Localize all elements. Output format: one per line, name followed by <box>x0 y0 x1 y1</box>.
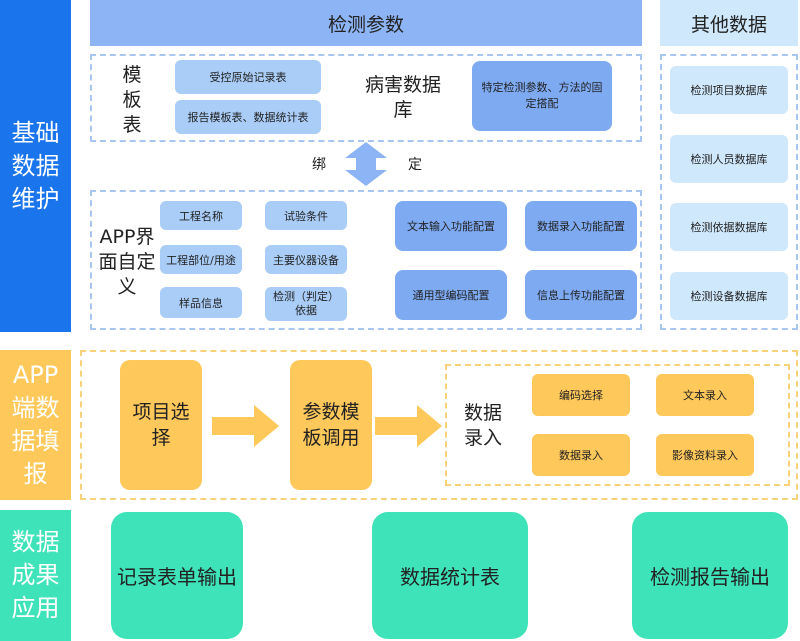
data-entry-box <box>445 364 790 486</box>
template-call-label: 参数模板调用 <box>302 401 360 449</box>
app-field-sample-info-label: 样品信息 <box>179 296 223 310</box>
app-field-sample-info[interactable]: 样品信息 <box>160 287 242 318</box>
data-entry-label-text: 数据录入 <box>463 402 502 449</box>
output-statistics-table-label: 数据统计表 <box>400 565 500 589</box>
config-text-input[interactable]: 文本输入功能配置 <box>395 201 507 251</box>
template-call-box[interactable]: 参数模板调用 <box>290 360 372 490</box>
other-db-equipment[interactable]: 检测设备数据库 <box>670 272 788 320</box>
app-field-project-name[interactable]: 工程名称 <box>160 201 242 230</box>
entry-text-input[interactable]: 文本录入 <box>656 374 754 416</box>
base-side-text: 基础数据维护 <box>11 118 60 213</box>
template-box <box>90 54 642 142</box>
other-data-title: 其他数据 <box>660 0 798 46</box>
bind-arrow-icon <box>345 142 387 186</box>
entry-code-select[interactable]: 编码选择 <box>532 374 630 416</box>
data-entry-label: 数据录入 <box>460 400 506 452</box>
entry-image-input-label: 影像资料录入 <box>672 449 738 462</box>
config-generic-code[interactable]: 通用型编码配置 <box>395 270 507 320</box>
other-db-equipment-label: 检测设备数据库 <box>690 290 768 303</box>
detection-params-title: 检测参数 <box>90 0 642 46</box>
app-field-project-name-label: 工程名称 <box>179 209 223 223</box>
app-field-main-equipment[interactable]: 主要仪器设备 <box>265 245 347 274</box>
app-field-project-part[interactable]: 工程部位/用途 <box>160 245 242 274</box>
project-select-box[interactable]: 项目选择 <box>120 360 202 490</box>
detection-params-title-text: 检测参数 <box>327 13 404 36</box>
specific-param-label: 特定检测参数、方法的固定搭配 <box>481 81 603 110</box>
app-field-test-condition-label: 试验条件 <box>284 209 328 223</box>
project-select-label: 项目选择 <box>132 401 190 449</box>
app-field-main-equipment-label: 主要仪器设备 <box>273 253 339 267</box>
app-custom-label-text: APP界面自定义 <box>98 226 156 298</box>
results-side-text: 数据成果应用 <box>11 528 60 622</box>
base-side-label: 基础数据维护 <box>0 0 71 332</box>
config-data-entry-label: 数据录入功能配置 <box>537 220 625 233</box>
disease-db-label-text: 病害数据库 <box>364 74 441 121</box>
config-info-upload-label: 信息上传功能配置 <box>537 289 625 302</box>
other-db-project[interactable]: 检测项目数据库 <box>670 66 788 114</box>
app-custom-box <box>90 190 642 330</box>
other-db-personnel[interactable]: 检测人员数据库 <box>670 135 788 183</box>
app-field-project-part-label: 工程部位/用途 <box>166 253 236 267</box>
arrow-right-icon-1 <box>212 405 279 447</box>
results-side-label: 数据成果应用 <box>0 510 71 641</box>
output-detection-report-label: 检测报告输出 <box>650 565 770 589</box>
app-process-box <box>80 350 798 500</box>
entry-data-input[interactable]: 数据录入 <box>532 434 630 476</box>
entry-image-input[interactable]: 影像资料录入 <box>656 434 754 476</box>
app-side-label: APP端数据填报 <box>0 350 71 500</box>
output-detection-report[interactable]: 检测报告输出 <box>632 512 788 639</box>
bind-text-right-char: 定 <box>408 157 422 173</box>
config-text-input-label: 文本输入功能配置 <box>407 220 495 233</box>
template-item-report-label: 报告模板表、数据统计表 <box>187 111 309 124</box>
arrow-right-icon-2 <box>375 405 442 447</box>
output-record-form[interactable]: 记录表单输出 <box>111 512 243 639</box>
entry-text-input-label: 文本录入 <box>683 389 727 402</box>
config-generic-code-label: 通用型编码配置 <box>412 289 490 302</box>
bind-text-left-char: 绑 <box>312 157 326 173</box>
other-data-title-text: 其他数据 <box>690 13 767 36</box>
app-side-text: APP端数据填报 <box>11 361 60 488</box>
other-data-box <box>660 54 798 330</box>
config-data-entry[interactable]: 数据录入功能配置 <box>525 201 637 251</box>
app-field-test-condition[interactable]: 试验条件 <box>265 201 347 230</box>
output-statistics-table[interactable]: 数据统计表 <box>372 512 528 639</box>
template-item-raw-record[interactable]: 受控原始记录表 <box>175 60 321 94</box>
other-db-basis-label: 检测依据数据库 <box>690 221 768 234</box>
template-item-raw-record-label: 受控原始记录表 <box>209 71 287 84</box>
entry-data-input-label: 数据录入 <box>559 449 603 462</box>
template-label: 模板表 <box>115 62 149 138</box>
disease-db-label: 病害数据库 <box>363 70 443 126</box>
bind-text-right: 定 <box>402 152 428 176</box>
output-record-form-label: 记录表单输出 <box>117 565 237 589</box>
config-info-upload[interactable]: 信息上传功能配置 <box>525 270 637 320</box>
app-field-detection-basis-label: 检测（判定）依据 <box>273 290 339 317</box>
template-label-text: 模板表 <box>122 63 142 136</box>
bind-text-left: 绑 <box>306 152 332 176</box>
other-db-project-label: 检测项目数据库 <box>690 84 768 97</box>
other-db-personnel-label: 检测人员数据库 <box>690 153 768 166</box>
app-custom-label: APP界面自定义 <box>96 225 158 300</box>
other-db-basis[interactable]: 检测依据数据库 <box>670 203 788 251</box>
template-item-report[interactable]: 报告模板表、数据统计表 <box>175 100 321 134</box>
entry-code-select-label: 编码选择 <box>559 389 603 402</box>
specific-param-box[interactable]: 特定检测参数、方法的固定搭配 <box>472 61 612 131</box>
app-field-detection-basis[interactable]: 检测（判定）依据 <box>265 287 347 321</box>
